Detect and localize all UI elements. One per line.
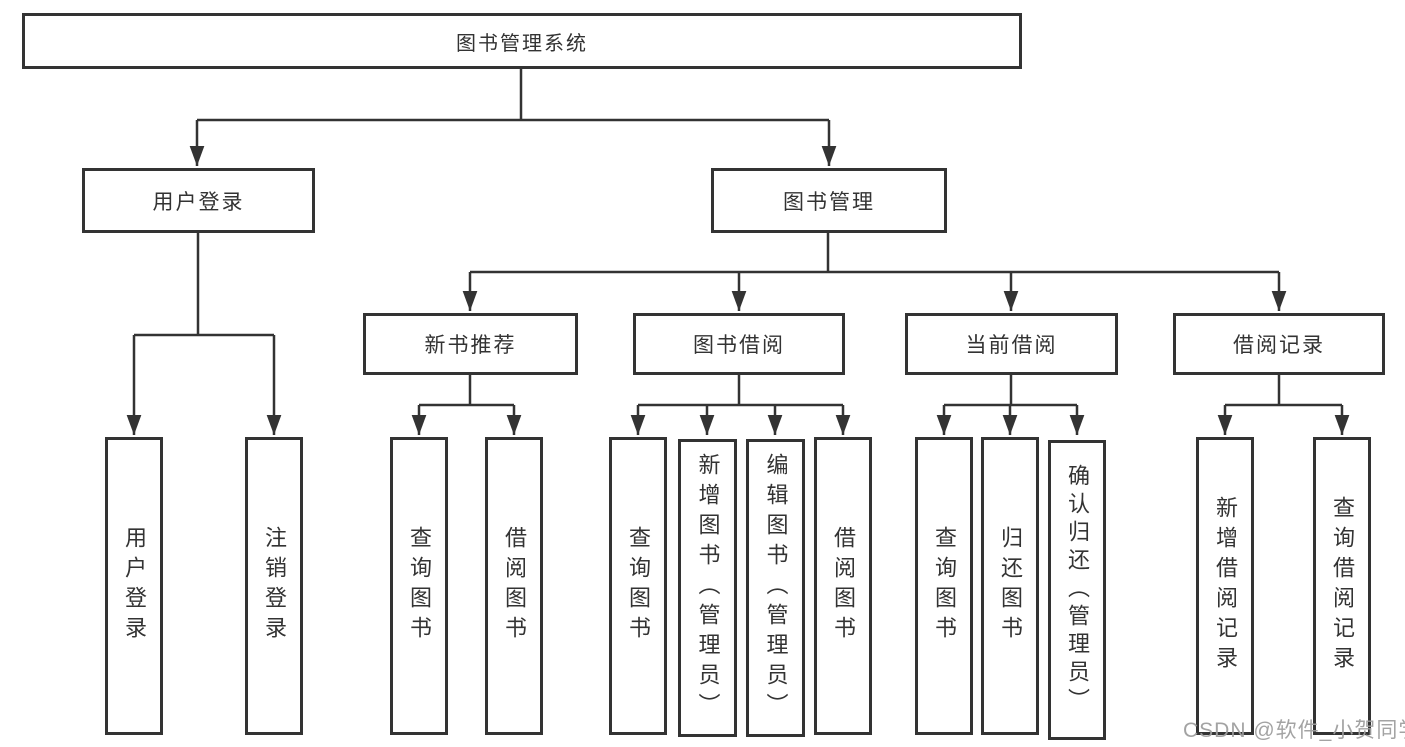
node-label: 新增图书（管理员） <box>695 453 721 723</box>
node-label: 查询借阅记录 <box>1330 496 1355 676</box>
node-borrowing-records: 借阅记录 <box>1173 313 1385 375</box>
leaf-add-books-admin: 新增图书（管理员） <box>678 439 737 737</box>
node-label: 新书推荐 <box>424 334 517 357</box>
node-label: 编辑图书（管理员） <box>763 453 789 723</box>
node-label: 图书借阅 <box>693 334 785 357</box>
node-label: 图书管理系统 <box>456 32 588 55</box>
node-label: 用户登录 <box>122 526 147 646</box>
leaf-return-books: 归还图书 <box>981 437 1039 735</box>
node-label: 查询图书 <box>626 526 651 646</box>
leaf-borrow-books: 借阅图书 <box>814 437 872 735</box>
node-label: 归还图书 <box>998 526 1023 646</box>
node-label: 借阅图书 <box>502 526 527 646</box>
node-label: 注销登录 <box>262 526 287 646</box>
node-new-book-recommendation: 新书推荐 <box>363 313 578 375</box>
leaf-edit-books-admin: 编辑图书（管理员） <box>746 439 805 737</box>
leaf-query-books-recommend: 查询图书 <box>390 437 448 735</box>
node-label: 借阅图书 <box>831 526 856 646</box>
node-label: 确认归还（管理员） <box>1065 464 1090 716</box>
node-label: 新增借阅记录 <box>1213 496 1238 676</box>
node-current-borrowing: 当前借阅 <box>905 313 1118 375</box>
leaf-user-login: 用户登录 <box>105 437 163 735</box>
node-book-management: 图书管理 <box>711 168 947 233</box>
node-label: 当前借阅 <box>965 334 1058 357</box>
node-label: 借阅记录 <box>1233 334 1325 357</box>
node-user-login: 用户登录 <box>82 168 315 233</box>
node-book-borrowing: 图书借阅 <box>633 313 845 375</box>
node-label: 图书管理 <box>783 190 875 214</box>
leaf-query-books-borrow: 查询图书 <box>609 437 667 735</box>
leaf-confirm-return-admin: 确认归还（管理员） <box>1048 440 1106 740</box>
leaf-add-borrow-record: 新增借阅记录 <box>1196 437 1254 735</box>
node-label: 查询图书 <box>932 526 957 646</box>
node-label: 查询图书 <box>407 526 432 646</box>
leaf-query-borrow-record: 查询借阅记录 <box>1313 437 1371 735</box>
node-library-system: 图书管理系统 <box>22 13 1022 69</box>
watermark-text: CSDN @软件_小贺同学 <box>1183 719 1405 742</box>
node-label: 用户登录 <box>152 190 245 214</box>
leaf-borrow-books-recommend: 借阅图书 <box>485 437 543 735</box>
leaf-logout: 注销登录 <box>245 437 303 735</box>
leaf-query-books-current: 查询图书 <box>915 437 973 735</box>
